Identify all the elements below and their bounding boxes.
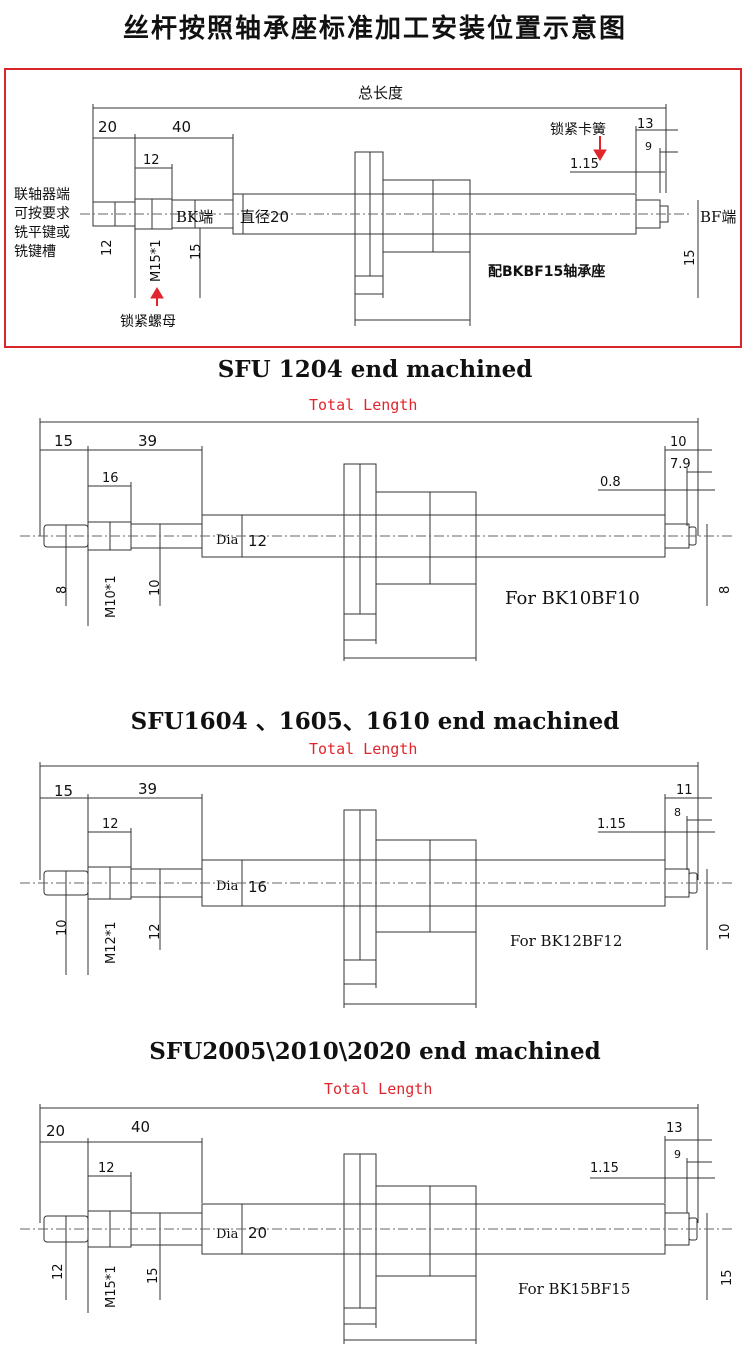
- thread-label: M15*1: [104, 1265, 119, 1308]
- dim-d3-label: 16: [102, 471, 119, 486]
- dim-d2-label: 39: [138, 780, 157, 798]
- dim-12-label: 12: [143, 153, 160, 168]
- dim-d2-label: 40: [131, 1118, 150, 1136]
- dia-value: 20: [248, 1224, 267, 1242]
- dim-r3-label: 1.15: [597, 817, 626, 832]
- dim-13-label: 13: [637, 117, 654, 132]
- section-1-title: SFU 1204 end machined: [217, 356, 533, 383]
- dim-v3-label: 8: [718, 586, 733, 594]
- dim-r1-label: 11: [676, 783, 693, 798]
- page-title: 丝杆按照轴承座标准加工安装位置示意图: [122, 14, 627, 44]
- dia-value: 12: [248, 532, 267, 550]
- dia-label: Dia: [216, 533, 239, 548]
- dim-d1-label: 20: [46, 1122, 65, 1140]
- total-length-label: 总长度: [358, 84, 403, 102]
- dia-value: 16: [248, 878, 267, 896]
- dim-v2-label: 12: [148, 923, 163, 940]
- lock-spring-label: 锁紧卡簧: [550, 122, 606, 138]
- dim-v1-label: 12: [51, 1263, 66, 1280]
- coupler-note-line1: 联轴器端: [14, 187, 70, 203]
- top-diagram: 总长度 20 40 12 锁紧卡簧 13 9 1.15 联轴器端 可按要求 铣平…: [14, 84, 736, 330]
- total-length-label: Total Length: [309, 396, 417, 414]
- dia-15-vertical-label: 15: [189, 243, 204, 260]
- dia-12-vertical-label: 12: [100, 239, 115, 256]
- coupler-note-line4: 铣键槽: [14, 244, 56, 260]
- dia-label: Dia: [216, 1227, 239, 1242]
- dim-r3-label: 1.15: [590, 1161, 619, 1176]
- bearing-label: 配BKBF15轴承座: [488, 263, 605, 280]
- dim-r1-label: 10: [670, 435, 687, 450]
- bearing-label: For BK10BF10: [505, 588, 640, 609]
- dim-v2-label: 15: [146, 1267, 161, 1284]
- dim-v3-label: 10: [718, 923, 733, 940]
- dim-9-label: 9: [645, 140, 652, 153]
- bearing-label: For BK12BF12: [510, 932, 622, 950]
- section-2-title: SFU1604 、1605、1610 end machined: [130, 708, 620, 735]
- dim-r2-label: 8: [674, 806, 681, 819]
- total-length-label: Total Length: [309, 740, 417, 758]
- section-3-diagram: Total Length 20 40 12 13 9 1.15 Dia 20 1…: [20, 1080, 735, 1344]
- dim-v3-label: 15: [720, 1269, 735, 1286]
- dim-r2-label: 9: [674, 1148, 681, 1161]
- dim-r3-label: 0.8: [600, 475, 621, 490]
- dia-15-right-label: 15: [683, 249, 698, 266]
- dim-r1-label: 13: [666, 1121, 683, 1136]
- top-diagram-frame: [4, 68, 742, 348]
- lock-nut-label: 锁紧螺母: [120, 314, 176, 330]
- dim-d3-label: 12: [102, 817, 119, 832]
- section-2-diagram: Total Length 15 39 12 11 8 1.15 Dia 16 1…: [20, 740, 735, 1008]
- total-length-label: Total Length: [324, 1080, 432, 1098]
- coupler-note-line2: 可按要求: [14, 206, 70, 222]
- coupler-note-line3: 铣平键或: [14, 225, 70, 241]
- bk-end-label: BK端: [176, 208, 213, 226]
- m15-thread-label: M15*1: [149, 239, 164, 282]
- dim-d1-label: 15: [54, 782, 73, 800]
- dim-1-15-label: 1.15: [570, 157, 599, 172]
- dim-20-label: 20: [98, 118, 117, 136]
- dim-v1-label: 8: [55, 586, 70, 594]
- dim-d1-label: 15: [54, 432, 73, 450]
- thread-label: M12*1: [104, 921, 119, 964]
- bf-end-label: BF端: [700, 208, 736, 226]
- dim-40-label: 40: [172, 118, 191, 136]
- diameter-label: 直径20: [240, 208, 289, 226]
- section-1-diagram: Total Length 15 39 16 10 7.9 0.8 Dia 12 …: [20, 396, 735, 661]
- dim-v2-label: 10: [148, 579, 163, 596]
- section-3-title: SFU2005\2010\2020 end machined: [149, 1038, 601, 1065]
- dim-r2-label: 7.9: [670, 457, 691, 472]
- dim-d3-label: 12: [98, 1161, 115, 1176]
- thread-label: M10*1: [104, 575, 119, 618]
- dia-label: Dia: [216, 879, 239, 894]
- dim-d2-label: 39: [138, 432, 157, 450]
- dim-v1-label: 10: [55, 919, 70, 936]
- bearing-label: For BK15BF15: [518, 1280, 630, 1298]
